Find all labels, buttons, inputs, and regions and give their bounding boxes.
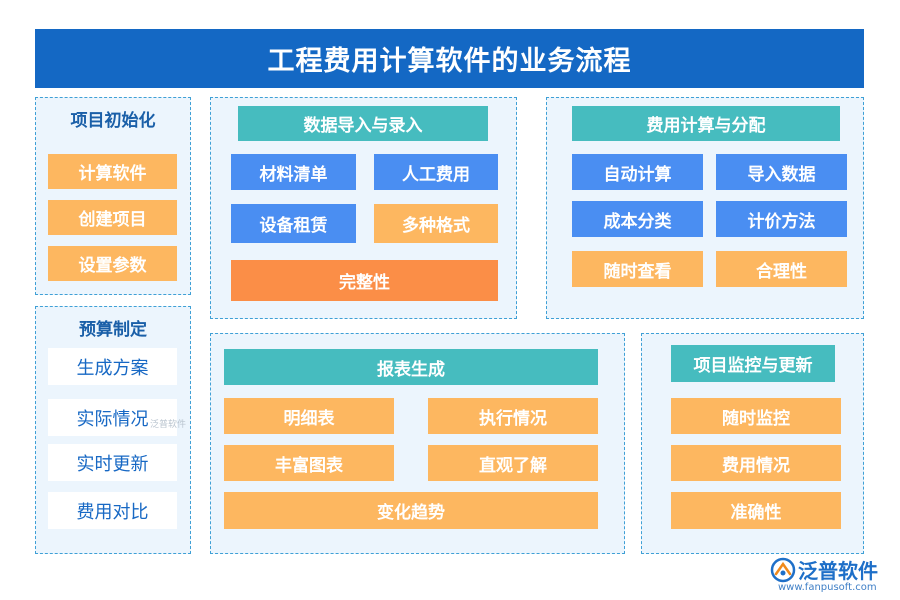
fanpu-logo-icon <box>770 557 796 583</box>
data-import-item-3: 设备租赁 <box>231 204 356 243</box>
brand-url: www.fanpusoft.com <box>778 582 877 593</box>
budget-item-1: 生成方案 <box>48 348 177 385</box>
budget-item-4: 费用对比 <box>48 492 177 529</box>
page-title: 工程费用计算软件的业务流程 <box>35 29 864 88</box>
report-item-3: 丰富图表 <box>224 445 394 481</box>
budget-item-3: 实时更新 <box>48 444 177 481</box>
data-import-item-4: 多种格式 <box>374 204 498 243</box>
data-import-bottom: 完整性 <box>231 260 498 301</box>
report-heading: 报表生成 <box>224 349 598 385</box>
project-init-item-3: 设置参数 <box>48 246 177 281</box>
monitor-item-3: 准确性 <box>671 492 841 529</box>
report-item-2: 执行情况 <box>428 398 598 434</box>
data-import-heading: 数据导入与录入 <box>238 106 488 141</box>
monitor-item-2: 费用情况 <box>671 445 841 481</box>
cost-calc-heading: 费用计算与分配 <box>572 106 840 141</box>
budget-heading: 预算制定 <box>79 319 147 340</box>
monitor-heading: 项目监控与更新 <box>671 345 835 382</box>
cost-calc-item-3: 成本分类 <box>572 201 703 237</box>
brand-name: 泛普软件 <box>798 559 878 583</box>
cost-calc-item-4: 计价方法 <box>716 201 847 237</box>
brand-logo: 泛普软件 www.fanpusoft.com <box>770 555 895 597</box>
cost-calc-item-6: 合理性 <box>716 251 847 287</box>
monitor-item-1: 随时监控 <box>671 398 841 434</box>
project-init-heading: 项目初始化 <box>70 110 156 131</box>
report-bottom: 变化趋势 <box>224 492 598 529</box>
project-init-item-2: 创建项目 <box>48 200 177 235</box>
cost-calc-item-1: 自动计算 <box>572 154 703 190</box>
report-item-1: 明细表 <box>224 398 394 434</box>
watermark: 泛普软件 <box>150 420 187 430</box>
report-item-4: 直观了解 <box>428 445 598 481</box>
data-import-item-1: 材料清单 <box>231 154 356 190</box>
cost-calc-item-5: 随时查看 <box>572 251 703 287</box>
data-import-item-2: 人工费用 <box>374 154 498 190</box>
project-init-item-1: 计算软件 <box>48 154 177 189</box>
cost-calc-item-2: 导入数据 <box>716 154 847 190</box>
budget-item-2: 实际情况 <box>48 399 177 436</box>
